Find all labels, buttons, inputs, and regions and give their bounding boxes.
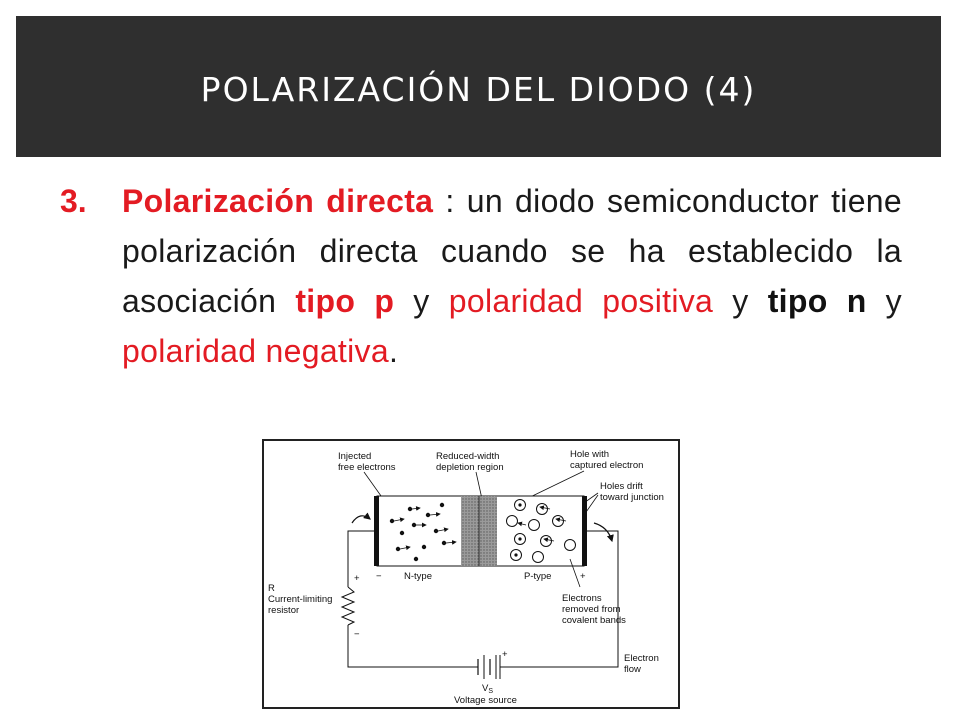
list-number: 3. bbox=[60, 183, 87, 219]
label-flow-1: Electron bbox=[624, 653, 659, 664]
label-removed-3: covalent bands bbox=[562, 615, 626, 626]
label-drift-1: Holes drift bbox=[600, 481, 643, 492]
slide-title: POLARIZACIÓN DEL DIODO (4) bbox=[200, 70, 757, 109]
paragraph-part-3: y bbox=[713, 283, 768, 319]
electrode-right bbox=[582, 496, 587, 566]
term-tipo-n: tipo n bbox=[767, 283, 867, 319]
flow-arrow-left-icon bbox=[351, 512, 371, 524]
paragraph-part-1: : un diodo semiconductor tiene polarizac… bbox=[122, 183, 903, 319]
wire-left-bottom bbox=[347, 625, 478, 668]
leader-removed bbox=[569, 558, 581, 588]
wire-right bbox=[500, 530, 619, 668]
captured-electrons bbox=[514, 503, 522, 557]
label-plus-right: + bbox=[580, 571, 586, 582]
label-removed-2: removed from bbox=[562, 604, 621, 615]
label-minus-left: − bbox=[376, 571, 382, 582]
label-hole-2: captured electron bbox=[570, 460, 643, 471]
label-vs-sub: S bbox=[488, 688, 493, 695]
body-block: 3. Polarización directa : un diodo semic… bbox=[60, 176, 902, 376]
free-electrons bbox=[389, 502, 457, 562]
electrode-left bbox=[374, 496, 379, 566]
label-injected-1: Injected bbox=[338, 451, 371, 462]
paragraph-part-5: . bbox=[388, 333, 399, 369]
label-injected-2: free electrons bbox=[338, 462, 396, 473]
label-p-type: P-type bbox=[524, 571, 551, 582]
term-polarizacion-directa: Polarización directa bbox=[122, 183, 434, 219]
wire-left-top bbox=[347, 530, 376, 587]
label-vs: VS bbox=[482, 683, 493, 695]
hole-drift-arrows bbox=[517, 505, 567, 543]
label-voltage-source: Voltage source bbox=[454, 695, 517, 706]
label-reduced-1: Reduced-width bbox=[436, 451, 499, 462]
resistor bbox=[340, 586, 356, 626]
label-reduced-2: depletion region bbox=[436, 462, 504, 473]
leader-depletion bbox=[475, 471, 483, 500]
label-removed-1: Electrons bbox=[562, 593, 602, 604]
label-res-plus: + bbox=[354, 573, 360, 584]
battery bbox=[477, 655, 501, 679]
paragraph-part-2: y bbox=[394, 283, 449, 319]
term-polaridad-positiva: polaridad positiva bbox=[448, 283, 714, 319]
label-batt-plus: + bbox=[502, 649, 508, 660]
label-n-type: N-type bbox=[404, 571, 432, 582]
flow-arrow-right-icon bbox=[593, 522, 614, 543]
paragraph: Polarización directa : un diodo semicond… bbox=[122, 176, 902, 376]
label-drift-2: toward junction bbox=[600, 492, 664, 503]
label-vs-main: V bbox=[482, 683, 489, 694]
label-hole-1: Hole with bbox=[570, 449, 609, 460]
diode-diagram: Injected free electrons Reduced-width de… bbox=[262, 439, 680, 709]
label-r: R bbox=[268, 583, 275, 594]
paragraph-part-4: y bbox=[866, 283, 902, 319]
label-current-2: resistor bbox=[268, 605, 299, 616]
title-bar: POLARIZACIÓN DEL DIODO (4) bbox=[16, 16, 941, 157]
term-tipo-p: tipo p bbox=[295, 283, 395, 319]
term-polaridad-negativa: polaridad negativa bbox=[122, 333, 389, 369]
label-res-minus: − bbox=[354, 629, 360, 640]
label-current-1: Current-limiting bbox=[268, 594, 332, 605]
label-flow-2: flow bbox=[624, 664, 641, 675]
diode-diagram-svg: Injected free electrons Reduced-width de… bbox=[268, 449, 664, 706]
